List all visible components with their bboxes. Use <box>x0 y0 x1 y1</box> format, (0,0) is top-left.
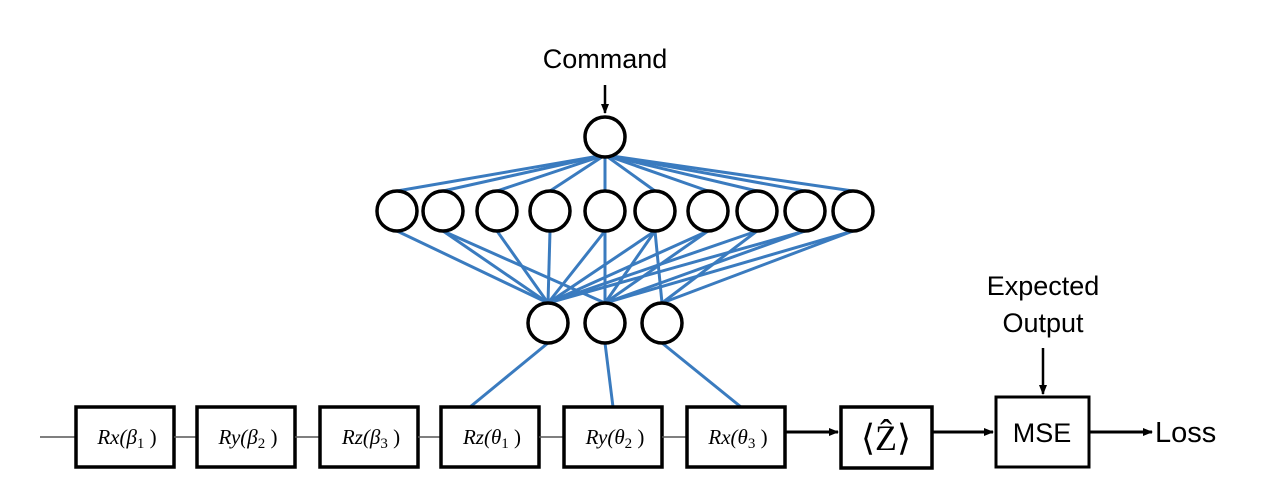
mse-block: MSE <box>994 395 1091 469</box>
output-node-2 <box>640 301 684 345</box>
hidden-output-edges <box>396 229 854 305</box>
expected-output-label-line1: Expected <box>987 271 1100 301</box>
edge-input-hidden-0 <box>396 153 606 193</box>
edge-hidden-output-1 <box>442 229 549 305</box>
gate-box <box>685 405 787 469</box>
expectation-block: ⟨Ẑ⟩ <box>839 405 934 470</box>
gate-box <box>562 405 664 469</box>
hidden-node-3 <box>528 189 572 233</box>
gate-label: Rz(β3 ) <box>341 425 400 452</box>
hidden-node-1 <box>421 189 465 233</box>
edge-input-hidden-5 <box>604 153 656 193</box>
hidden-node-0 <box>375 189 419 233</box>
edge-hidden-output-0 <box>396 229 549 305</box>
edge-hidden-output-10 <box>547 229 709 305</box>
edge-hidden-output-12 <box>547 229 758 305</box>
edge-hidden-output-15 <box>604 229 806 305</box>
expected-output-label-line2: Output <box>1002 308 1084 338</box>
command-label: Command <box>543 44 668 74</box>
gate-rx-β1: Rx(β1 ) <box>74 405 176 469</box>
input-layer <box>583 115 627 159</box>
expectation-box <box>839 405 934 470</box>
edge-output-gate-0 <box>469 341 549 409</box>
hidden-layer <box>375 189 875 233</box>
expectation-label: ⟨Ẑ⟩ <box>861 418 911 458</box>
gate-label: Rx(θ3 ) <box>707 425 767 452</box>
gate-box <box>195 405 297 469</box>
quantum-circuit: Rx(β1 ) Ry(β2 ) Rz(β3 ) Rz(θ1 ) Ry(θ2 ) Rx(θ3… <box>40 405 839 469</box>
hidden-node-6 <box>686 189 730 233</box>
output-gate-edges <box>469 341 742 409</box>
gate-label: Ry(θ2 ) <box>585 425 645 452</box>
edge-hidden-output-17 <box>661 229 854 305</box>
mse-label: MSE <box>1013 418 1072 448</box>
hidden-node-4 <box>583 189 627 233</box>
edge-hidden-output-16 <box>604 229 854 305</box>
edge-output-gate-1 <box>603 342 615 408</box>
output-node-1 <box>583 301 627 345</box>
edge-hidden-output-4 <box>546 230 552 304</box>
edge-hidden-output-5 <box>546 230 607 304</box>
edge-hidden-output-14 <box>547 229 806 305</box>
hidden-node-2 <box>475 189 519 233</box>
hidden-node-7 <box>735 189 779 233</box>
hidden-node-5 <box>633 189 677 233</box>
gate-box <box>74 405 176 469</box>
output-node-0 <box>526 301 570 345</box>
input-node-0 <box>583 115 627 159</box>
gate-rz-θ1: Rz(θ1 ) <box>439 405 541 469</box>
gate-label: Rz(θ1 ) <box>462 425 521 452</box>
edge-hidden-output-13 <box>661 229 758 305</box>
hidden-node-8 <box>783 189 827 233</box>
gate-ry-θ2: Ry(θ2 ) <box>562 405 664 469</box>
gate-box <box>439 405 541 469</box>
gate-rx-θ3: Rx(θ3 ) <box>685 405 787 469</box>
edge-hidden-output-3 <box>495 230 550 304</box>
edge-output-gate-2 <box>661 341 742 409</box>
edge-input-hidden-3 <box>549 153 606 193</box>
edge-input-hidden-2 <box>496 153 606 193</box>
edge-input-hidden-1 <box>442 153 606 193</box>
edge-input-hidden-6 <box>604 153 709 193</box>
output-layer <box>526 301 684 345</box>
gate-rz-β3: Rz(β3 ) <box>318 405 420 469</box>
gate-label: Ry(β2 ) <box>218 425 278 452</box>
gate-label: Rx(β1 ) <box>96 425 156 452</box>
hidden-node-9 <box>831 189 875 233</box>
edge-hidden-output-7 <box>547 229 656 305</box>
input-hidden-edges <box>396 153 854 193</box>
loss-label: Loss <box>1155 417 1216 449</box>
edge-input-hidden-9 <box>604 153 854 193</box>
gate-ry-β2: Ry(β2 ) <box>195 405 297 469</box>
